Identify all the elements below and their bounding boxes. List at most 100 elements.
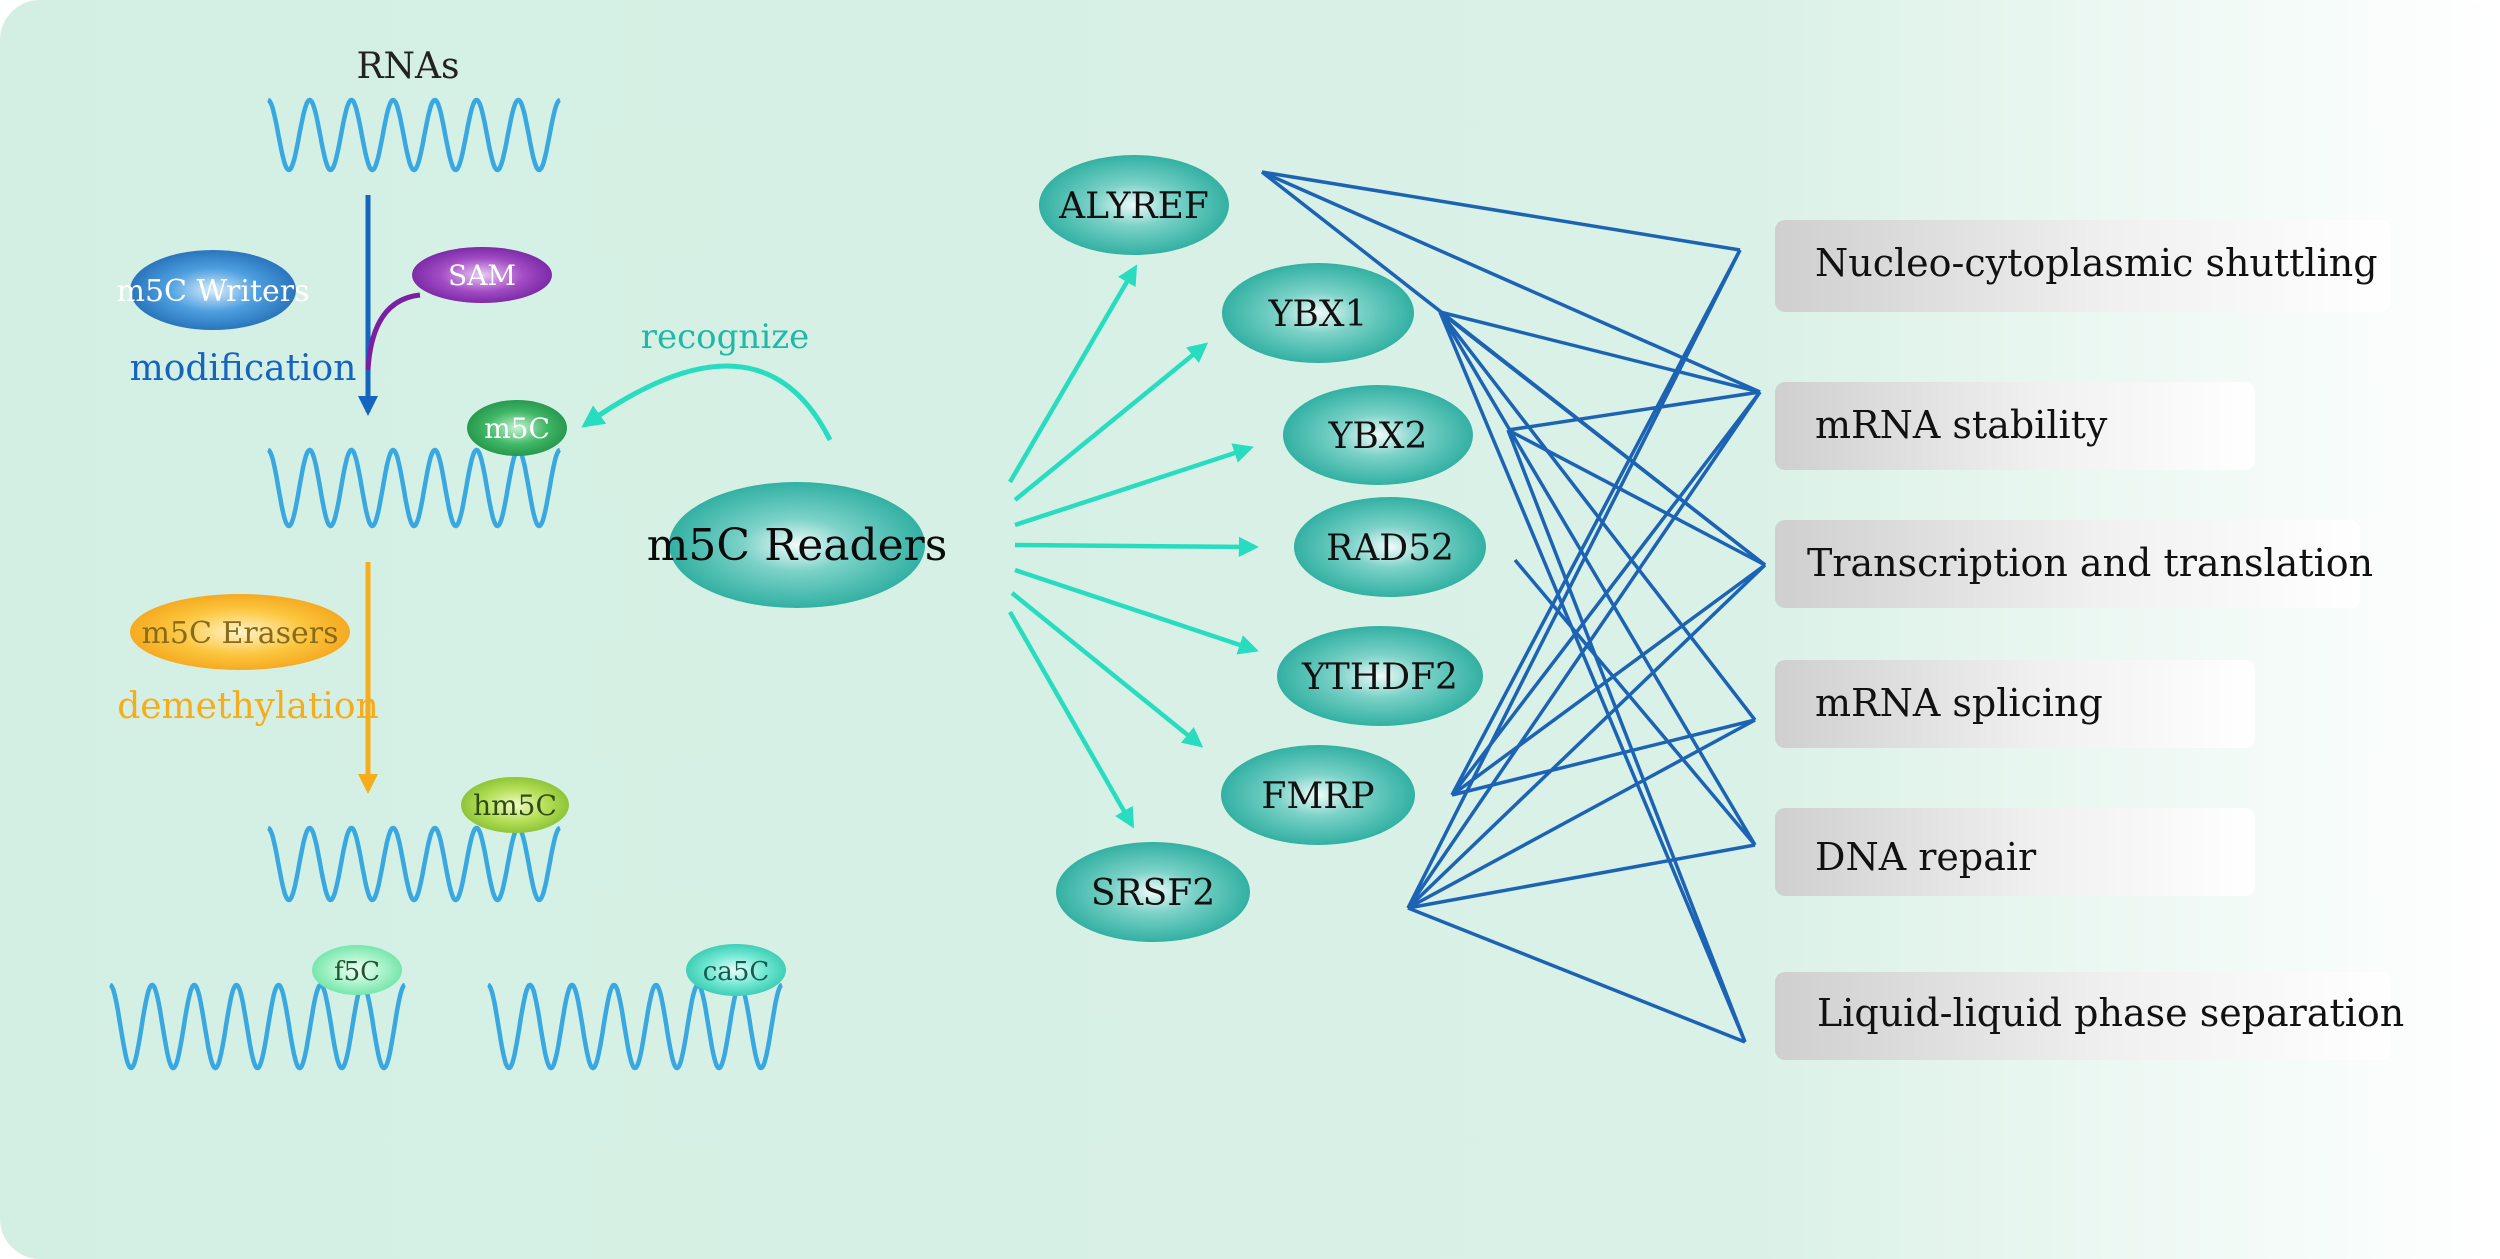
- hm5c-node: hm5C: [461, 777, 569, 833]
- function-box: [1775, 520, 2360, 608]
- protein-label: YTHDF2: [1301, 657, 1458, 698]
- sam-label: SAM: [448, 259, 516, 292]
- writers-ellipse: [130, 250, 296, 330]
- function-label: Liquid-liquid phase separation: [1817, 991, 2404, 1035]
- function-box: [1775, 972, 2390, 1060]
- readers-node: m5C Readers: [647, 482, 947, 608]
- m5c-label: m5C: [484, 412, 550, 445]
- link-ybx1-llps: [1438, 311, 1747, 1043]
- protein-ellipse: [1294, 497, 1486, 597]
- m5c-ellipse: [467, 400, 567, 456]
- readers-ellipse: [669, 482, 925, 608]
- modification-label: modification: [130, 348, 357, 389]
- function-links: [1260, 170, 1767, 1044]
- reader-arrow-ybx1: [1013, 342, 1209, 502]
- reader-arrow-rad52: [1014, 536, 1260, 557]
- protein-label: SRSF2: [1091, 873, 1215, 914]
- protein-rad52: RAD52: [1294, 497, 1486, 597]
- protein-ellipse: [1283, 385, 1473, 485]
- function-llps: Liquid-liquid phase separation: [1775, 972, 2404, 1060]
- protein-ellipse: [1222, 263, 1414, 363]
- protein-ybx2: YBX2: [1283, 385, 1473, 485]
- f5c-label: f5C: [334, 957, 380, 987]
- link-srsf2-transcription: [1406, 563, 1767, 910]
- function-box: [1775, 220, 2390, 312]
- link-srsf2-shuttling: [1406, 249, 1742, 909]
- protein-ellipse: [1039, 155, 1229, 255]
- protein-label: YBX2: [1328, 416, 1428, 457]
- link-alyref-stability: [1261, 170, 1761, 394]
- writers-label: m5C Writers: [117, 274, 310, 309]
- writers-node: m5C Writers: [117, 250, 310, 330]
- function-label: mRNA stability: [1815, 403, 2108, 447]
- link-rad52-dna_repair: [1513, 558, 1757, 847]
- demethylation-label: demethylation: [117, 686, 379, 727]
- reader-arrow-ybx2: [1014, 443, 1254, 528]
- reader-arrow-fmrp: [1010, 591, 1204, 748]
- protein-label: FMRP: [1261, 776, 1374, 817]
- protein-ybx1: YBX1: [1222, 263, 1414, 363]
- function-shuttling: Nucleo-cytoplasmic shuttling: [1775, 220, 2390, 312]
- link-ybx1-dna_repair: [1438, 311, 1757, 846]
- m5c-node: m5C: [467, 400, 567, 456]
- rna-wave-m5c: [267, 447, 561, 529]
- sam-node: SAM: [412, 247, 552, 303]
- ca5c-label: ca5C: [703, 957, 770, 987]
- rnas-label: RNAs: [356, 46, 459, 87]
- hm5c-ellipse: [461, 777, 569, 833]
- protein-ellipse: [1221, 745, 1415, 845]
- link-srsf2-dna_repair: [1407, 843, 1756, 910]
- protein-label: RAD52: [1326, 528, 1454, 569]
- sam-ellipse: [412, 247, 552, 303]
- function-label: mRNA splicing: [1815, 681, 2103, 725]
- link-srsf2-stability: [1406, 391, 1762, 909]
- function-box: [1775, 808, 2255, 896]
- reader-arrows: [1008, 264, 1260, 829]
- protein-ellipse: [1277, 626, 1483, 726]
- ca5c-ellipse: [686, 944, 786, 996]
- link-ybx2-stability: [1507, 390, 1761, 432]
- recognize-arrow: [581, 363, 833, 442]
- link-ybx1-transcription: [1438, 310, 1767, 567]
- function-dna-repair: DNA repair: [1775, 808, 2255, 896]
- protein-ythdf2: YTHDF2: [1277, 626, 1483, 726]
- reader-arrow-ythdf2: [1014, 567, 1259, 655]
- function-box: [1775, 660, 2255, 748]
- erasers-label: m5C Erasers: [141, 616, 338, 651]
- rna-wave-top: [267, 97, 561, 173]
- function-stability: mRNA stability: [1775, 382, 2255, 470]
- rna-wave-ca5c: [487, 982, 783, 1071]
- link-fmrp-stability: [1450, 390, 1762, 797]
- erasers-ellipse: [130, 594, 350, 670]
- rna-wave-f5c: [109, 982, 406, 1071]
- sam-curve: [365, 292, 421, 371]
- link-srsf2-llps: [1407, 906, 1746, 1044]
- f5c-node: f5C: [312, 945, 402, 995]
- function-label: DNA repair: [1815, 835, 2037, 879]
- protein-alyref: ALYREF: [1039, 155, 1229, 255]
- link-ybx2-transcription: [1507, 428, 1766, 567]
- function-transcription: Transcription and translation: [1775, 520, 2373, 608]
- link-fmrp-shuttling: [1450, 249, 1742, 796]
- function-splicing: mRNA splicing: [1775, 660, 2255, 748]
- protein-fmrp: FMRP: [1221, 745, 1415, 845]
- link-ybx1-stability: [1439, 310, 1761, 394]
- recognize-label: recognize: [641, 317, 809, 357]
- link-fmrp-splicing: [1451, 718, 1756, 797]
- ca5c-node: ca5C: [686, 944, 786, 996]
- protein-srsf2: SRSF2: [1056, 842, 1250, 942]
- hm5c-label: hm5C: [473, 789, 557, 822]
- f5c-ellipse: [312, 945, 402, 995]
- protein-label: ALYREF: [1058, 186, 1209, 227]
- function-label: Transcription and translation: [1807, 541, 2373, 585]
- reader-arrow-alyref: [1008, 264, 1138, 484]
- link-alyref-shuttling: [1261, 170, 1741, 252]
- erasers-node: m5C Erasers: [130, 594, 350, 670]
- protein-label: YBX1: [1268, 294, 1368, 335]
- function-box: [1775, 382, 2255, 470]
- reader-arrow-srsf2: [1008, 610, 1135, 829]
- link-fmrp-transcription: [1450, 563, 1767, 797]
- rna-wave-hm5c: [267, 825, 561, 903]
